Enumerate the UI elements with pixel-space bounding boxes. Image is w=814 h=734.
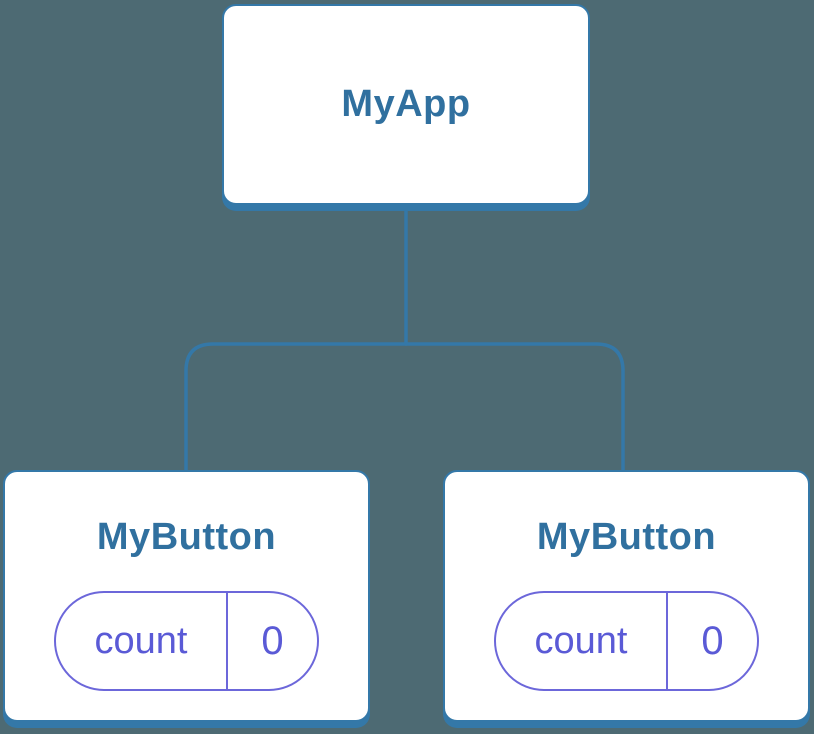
node-label-mybutton-2: MyButton xyxy=(536,516,717,558)
state-key-label: count xyxy=(56,593,228,689)
connector-children-bracket xyxy=(184,342,625,472)
state-value: 0 xyxy=(701,618,724,663)
node-label-mybutton-1: MyButton xyxy=(96,516,277,558)
node-label-myapp: MyApp xyxy=(341,83,471,125)
state-pill-1: count 0 xyxy=(54,591,319,691)
state-value: 0 xyxy=(261,618,284,663)
state-pill-2: count 0 xyxy=(494,591,759,691)
state-key-label: count xyxy=(496,593,668,689)
tree-node-myapp: MyApp xyxy=(222,4,590,205)
tree-node-mybutton-1: MyButton count 0 xyxy=(3,470,370,722)
tree-node-mybutton-2: MyButton count 0 xyxy=(443,470,810,722)
